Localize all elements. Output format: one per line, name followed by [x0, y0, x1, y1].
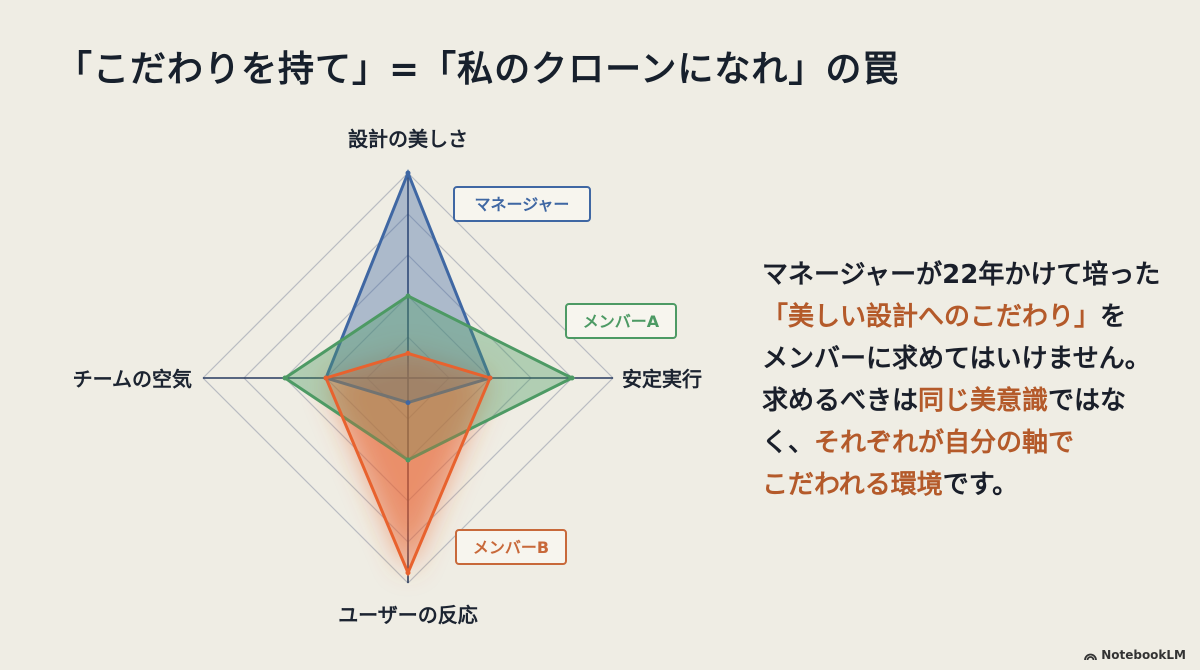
- point-member-a-2: [405, 457, 411, 463]
- message-line-5: く、それぞれが自分の軸で: [762, 428, 1075, 458]
- point-manager-0: [405, 170, 411, 176]
- legend-member-b: メンバーB: [455, 529, 567, 565]
- notebooklm-brand: NotebookLM: [1084, 648, 1186, 662]
- brand-logo-icon: [1084, 653, 1098, 660]
- legend-manager: マネージャー: [453, 186, 591, 222]
- point-member-b-2: [405, 570, 411, 576]
- point-manager-2: [405, 400, 411, 406]
- point-member-b-3: [323, 375, 329, 381]
- point-member-b-1: [487, 375, 493, 381]
- page-title: 「こだわりを持て」=「私のクローンになれ」の罠: [56, 49, 900, 90]
- legend-member-a-label: メンバーA: [583, 312, 660, 331]
- axis-label-stable-execution: 安定実行: [622, 367, 702, 391]
- brand-label: NotebookLM: [1101, 648, 1186, 662]
- axis-label-design-beauty: 設計の美しさ: [348, 127, 468, 151]
- axis-label-user-reaction: ユーザーの反応: [338, 603, 478, 627]
- message-line-4: 求めるべきは同じ美意識ではな: [762, 386, 1127, 416]
- message-line-1: マネージャーが22年かけて培った: [762, 260, 1161, 290]
- legend-manager-label: マネージャー: [475, 195, 570, 214]
- axis-label-team-atmosphere: チームの空気: [73, 367, 192, 391]
- radar-chart: 設計の美しさ 安定実行 ユーザーの反応 チームの空気 マネージャー メンバーA …: [73, 127, 702, 627]
- legend-member-b-label: メンバーB: [473, 538, 549, 557]
- point-member-a-1: [569, 375, 575, 381]
- message-line-6: こだわれる環境です。: [762, 470, 1019, 500]
- point-member-b-0: [405, 350, 411, 356]
- point-member-a-3: [282, 375, 288, 381]
- message-line-2: 「美しい設計へのこだわり」を: [762, 302, 1127, 332]
- radar-series: [282, 168, 576, 577]
- point-member-a-0: [405, 293, 411, 299]
- legend-member-a: メンバーA: [565, 303, 677, 339]
- key-message: マネージャーが22年かけて培った 「美しい設計へのこだわり」を メンバーに求めて…: [762, 254, 1182, 506]
- series-member-b-glow: [326, 353, 490, 573]
- message-line-3: メンバーに求めてはいけません。: [762, 344, 1151, 374]
